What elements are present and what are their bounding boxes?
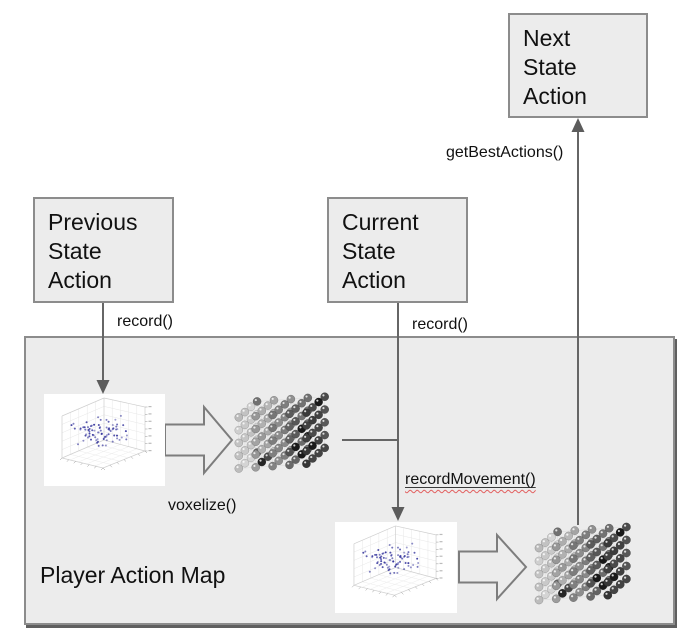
player-action-map-label: Player Action Map: [40, 562, 226, 588]
previous-state-action-box: Previous State Action: [33, 197, 174, 303]
voxel-grid-image: [227, 391, 343, 488]
scatter-plot-3d-image: [44, 394, 165, 486]
next-state-action-box: Next State Action: [508, 13, 648, 118]
scatter-plot-3d-image: [335, 522, 457, 613]
current-state-action-box: Current State Action: [327, 197, 468, 303]
voxelize-label: voxelize(): [168, 497, 237, 514]
record-previous-label: record(): [117, 313, 174, 330]
get-best-actions-label: getBestActions(): [446, 144, 564, 161]
record-current-label: record(): [412, 316, 469, 333]
record-movement-label: recordMovement(): [405, 471, 536, 488]
voxel-grid-image: [527, 522, 645, 619]
arrow-up-icon: [571, 118, 585, 132]
